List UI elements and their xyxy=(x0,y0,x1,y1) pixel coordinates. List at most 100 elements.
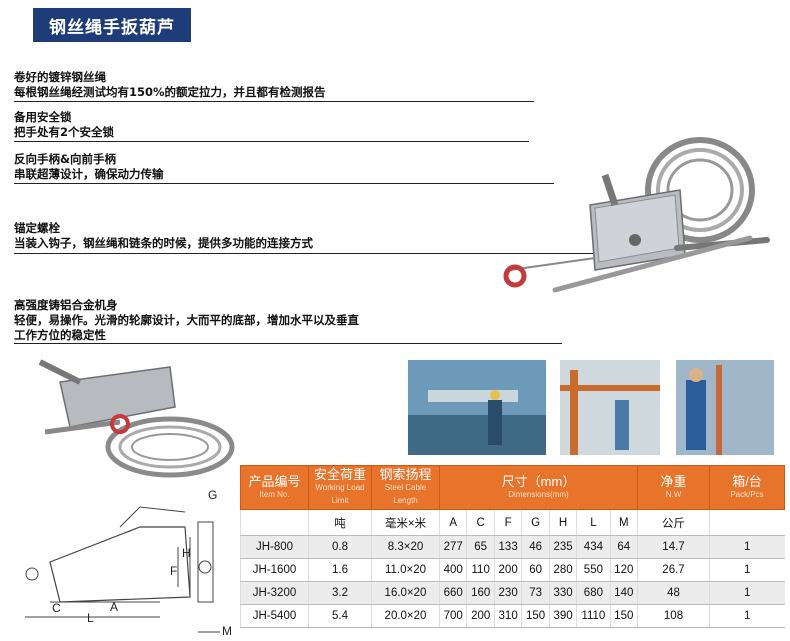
feature-aluminum-body: 高强度铸铝合金机身 轻便，易操作。光滑的轮廓设计，大而平的底部，增加水平以及垂直… xyxy=(14,298,359,343)
table-cell: 3.2 xyxy=(308,581,372,605)
table-cell: 46 xyxy=(521,535,550,559)
table-cell: 73 xyxy=(521,581,550,605)
table-cell: JH-5400 xyxy=(240,604,309,628)
leader-line xyxy=(14,253,609,254)
dim-label-c: C xyxy=(52,601,61,615)
usage-photo-worker xyxy=(676,360,774,455)
table-cell: 310 xyxy=(493,604,522,628)
table-cell: H xyxy=(548,509,577,536)
table-cell: 133 xyxy=(493,535,522,559)
hoist-product-image xyxy=(503,137,770,293)
table-cell: 16.0×20 xyxy=(371,581,440,605)
dim-label-a: A xyxy=(110,600,118,614)
table-cell: 660 xyxy=(438,581,467,605)
dim-label-f: F xyxy=(170,564,177,578)
table-cell: 110 xyxy=(466,558,495,582)
table-cell: 150 xyxy=(521,604,550,628)
feature-galvanized-cable: 卷好的镀锌钢丝绳 每根钢丝绳经测试均有150%的额定拉力，并且都有检测报告 xyxy=(14,70,326,100)
leader-line xyxy=(14,183,554,184)
feature-title: 锚定螺栓 xyxy=(14,221,60,235)
usage-photo-factory xyxy=(408,360,546,455)
table-units-row: 吨 毫米×米 A C F G H L M 公斤 xyxy=(240,509,785,536)
header-cn: 净重 xyxy=(660,473,687,489)
table-cell xyxy=(240,509,309,536)
table-cell: A xyxy=(438,509,467,536)
table-cell: 280 xyxy=(548,558,577,582)
table-cell: 120 xyxy=(609,558,638,582)
table-cell: 8.3×20 xyxy=(371,535,440,559)
header-cn: 安全荷重 xyxy=(313,467,366,482)
table-cell: G xyxy=(521,509,550,536)
table-cell: 1 xyxy=(709,604,785,628)
feature-desc: 串联超薄设计，确保动力传输 xyxy=(14,167,164,181)
table-cell: JH-1600 xyxy=(240,558,309,582)
table-cell: 330 xyxy=(548,581,577,605)
table-cell: 200 xyxy=(466,604,495,628)
dim-label-g: G xyxy=(208,488,217,502)
header-en: N.W xyxy=(665,489,682,499)
table-cell: 550 xyxy=(576,558,611,582)
header-en: Steel Cable Length xyxy=(384,483,427,505)
table-cell: 140 xyxy=(609,581,638,605)
table-cell: 160 xyxy=(466,581,495,605)
table-cell: 680 xyxy=(576,581,611,605)
header-en: Dimensions(mm) xyxy=(508,489,569,499)
table-cell: M xyxy=(609,509,638,536)
column-header-length: 钢索扬程 Steel Cable Length xyxy=(371,465,440,510)
table-cell: 230 xyxy=(493,581,522,605)
feature-safety-lock: 备用安全锁 把手处有2个安全锁 xyxy=(14,110,114,140)
table-row: JH-800 0.8 8.3×20 277 65 133 46 235 434 … xyxy=(240,535,785,559)
feature-desc: 轻便，易操作。光滑的轮廓设计，大而平的底部，增加水平以及垂直 xyxy=(14,313,359,327)
table-cell: 1110 xyxy=(576,604,611,628)
column-header-dimensions: 尺寸（mm） Dimensions(mm) xyxy=(439,465,638,510)
table-cell: 11.0×20 xyxy=(371,558,440,582)
table-header-row: 产品编号 Item No. 安全荷重 Working Load Limit 钢索… xyxy=(240,465,785,510)
feature-desc: 当装入钩子，钢丝绳和链条的时候，提供多功能的连接方式 xyxy=(14,236,313,250)
column-header-item: 产品编号 Item No. xyxy=(240,465,309,510)
dim-label-h: H xyxy=(182,546,191,560)
header-en: Pack/Pcs xyxy=(730,489,764,499)
table-cell: 48 xyxy=(637,581,710,605)
spec-table: 产品编号 Item No. 安全荷重 Working Load Limit 钢索… xyxy=(240,465,785,628)
table-row: JH-5400 5.4 20.0×20 700 200 310 150 390 … xyxy=(240,604,785,628)
header-cn: 箱/台 xyxy=(732,473,762,489)
table-cell: 390 xyxy=(548,604,577,628)
leader-line xyxy=(14,141,529,142)
table-cell: 1.6 xyxy=(308,558,372,582)
usage-photo-warehouse xyxy=(560,360,660,455)
table-cell: 277 xyxy=(438,535,467,559)
leader-line xyxy=(14,101,534,102)
feature-title: 反向手柄&向前手柄 xyxy=(14,152,117,166)
table-cell: 65 xyxy=(466,535,495,559)
table-cell: C xyxy=(466,509,495,536)
feature-title: 备用安全锁 xyxy=(14,110,72,124)
header-cn: 产品编号 xyxy=(248,473,301,489)
table-cell: 235 xyxy=(548,535,577,559)
leader-line xyxy=(14,343,562,344)
table-cell: 20.0×20 xyxy=(371,604,440,628)
feature-desc: 每根钢丝绳经测试均有150%的额定拉力，并且都有检测报告 xyxy=(14,85,326,99)
table-cell: JH-800 xyxy=(240,535,309,559)
feature-handles: 反向手柄&向前手柄 串联超薄设计，确保动力传输 xyxy=(14,152,164,182)
feature-title: 高强度铸铝合金机身 xyxy=(14,298,118,312)
header-en: Item No. xyxy=(259,489,290,499)
table-cell: 14.7 xyxy=(637,535,710,559)
dim-label-l: L xyxy=(87,611,94,625)
dim-label-m: M xyxy=(222,624,232,637)
feature-desc: 把手处有2个安全锁 xyxy=(14,125,115,139)
header-en: Working Load Limit xyxy=(315,483,365,505)
table-row: JH-1600 1.6 11.0×20 400 110 200 60 280 5… xyxy=(240,558,785,582)
feature-anchor-bolt: 锚定螺栓 当装入钩子，钢丝绳和链条的时候，提供多功能的连接方式 xyxy=(14,221,313,251)
table-cell: 公斤 xyxy=(637,509,710,536)
page-title: 钢丝绳手扳葫芦 xyxy=(33,8,191,42)
header-cn: 尺寸（mm） xyxy=(501,473,576,489)
feature-desc: 工作方位的稳定性 xyxy=(14,328,106,342)
table-cell: 0.8 xyxy=(308,535,372,559)
table-cell: JH-3200 xyxy=(240,581,309,605)
table-cell: 400 xyxy=(438,558,467,582)
table-cell: 26.7 xyxy=(637,558,710,582)
column-header-weight: 净重 N.W xyxy=(637,465,710,510)
table-cell: 64 xyxy=(609,535,638,559)
table-cell: 吨 xyxy=(308,509,372,536)
dimension-diagram: G H F C L A M xyxy=(25,488,232,637)
